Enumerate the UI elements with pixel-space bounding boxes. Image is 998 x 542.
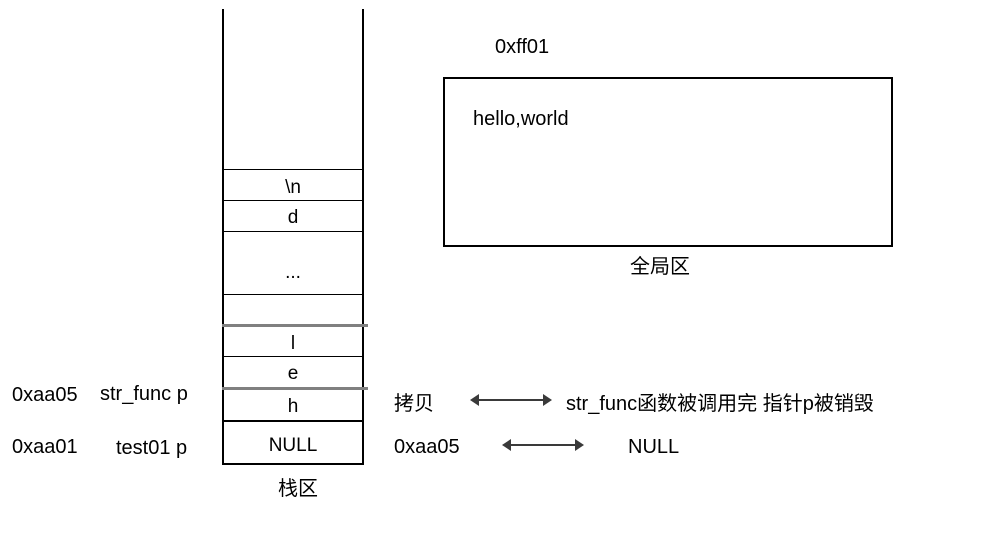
double-arrow-icon-copy — [470, 393, 552, 407]
arrow-shaft — [476, 399, 546, 401]
frame-address-str-func: 0xaa05 — [12, 384, 78, 406]
arrow-head-right-icon — [575, 439, 584, 451]
global-region-box — [443, 77, 893, 247]
stack-divider-gray-lower — [222, 387, 368, 390]
frame-name-test01: test01 p — [116, 437, 188, 459]
arrow-head-left-icon — [502, 439, 511, 451]
stack-region-caption: 栈区 — [278, 478, 318, 500]
global-region-caption: 全局区 — [630, 256, 690, 278]
stack-divider-gray-upper — [222, 324, 368, 327]
stack-divider-1 — [222, 169, 364, 170]
double-arrow-icon-address — [502, 438, 584, 452]
stack-cell-null-label: NULL — [268, 435, 318, 456]
stack-divider-4 — [222, 294, 364, 295]
stack-cell-e-label: e — [287, 363, 299, 384]
stack-divider-3 — [222, 231, 364, 232]
stack-cell-d-label: d — [287, 207, 299, 228]
stack-cell-l-label: l — [290, 333, 296, 354]
stack-region-bottom-border — [222, 463, 364, 465]
frame-address-test01: 0xaa01 — [12, 436, 78, 458]
global-region-content: hello,world — [473, 108, 569, 130]
note-null-value: NULL — [628, 436, 680, 458]
stack-cell-newline-label: \n — [285, 177, 301, 198]
stack-cell-h-label: h — [287, 396, 299, 417]
stack-cell-ellipsis-label: ... — [285, 262, 301, 283]
stack-divider-5 — [222, 356, 364, 357]
arrow-head-left-icon — [470, 394, 479, 406]
stack-divider-2 — [222, 200, 364, 201]
global-region-address: 0xff01 — [495, 36, 550, 58]
arrow-head-right-icon — [543, 394, 552, 406]
stack-divider-6 — [222, 420, 364, 422]
stack-region-box — [222, 9, 364, 465]
note-address-value: 0xaa05 — [394, 436, 460, 458]
note-copy-label: 拷贝 — [394, 393, 434, 415]
note-destroy-label: str_func函数被调用完 指针p被销毁 — [566, 393, 874, 415]
frame-name-str-func: str_func p — [100, 383, 188, 405]
arrow-shaft — [508, 444, 578, 446]
